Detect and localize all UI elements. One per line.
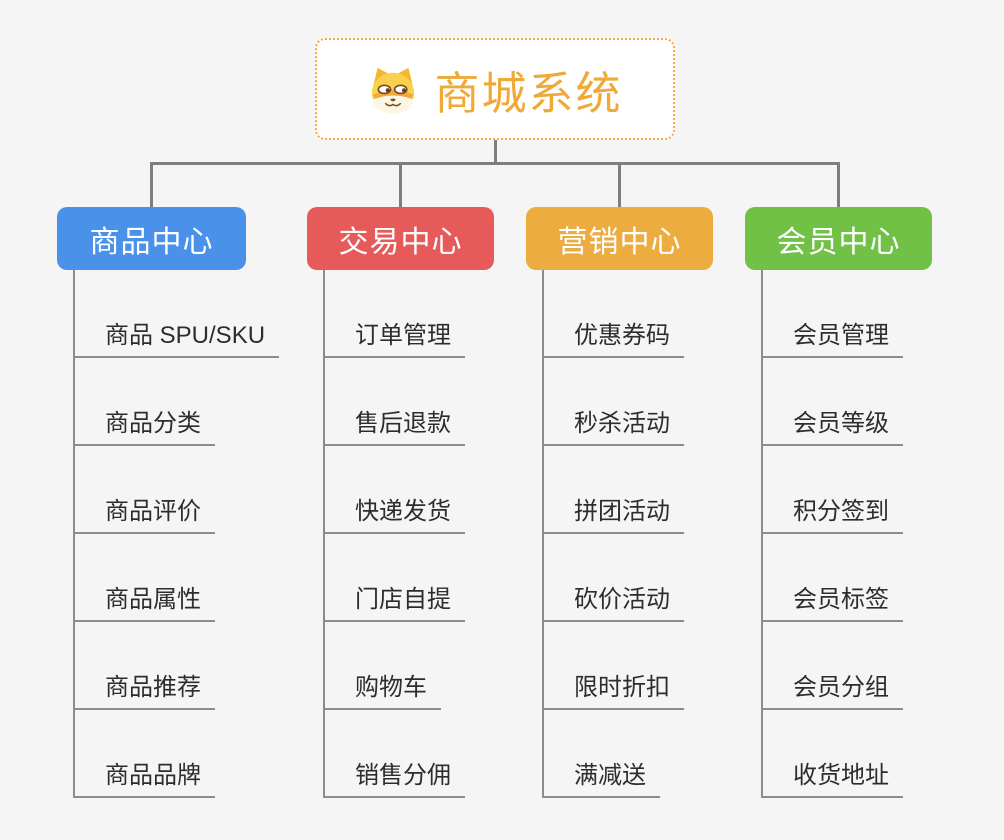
child-node[interactable]: 积分签到	[761, 446, 903, 534]
child-node[interactable]: 砍价活动	[542, 534, 684, 622]
child-node[interactable]: 拼团活动	[542, 446, 684, 534]
child-node[interactable]: 订单管理	[323, 270, 465, 358]
branch-child-connector	[323, 270, 325, 798]
child-node[interactable]: 商品评价	[73, 446, 215, 534]
root-node-title: 商城系统	[434, 67, 623, 119]
branch-child-connector	[761, 270, 763, 798]
child-node[interactable]: 优惠券码	[542, 270, 684, 358]
child-node[interactable]: 秒杀活动	[542, 358, 684, 446]
child-node[interactable]: 快递发货	[323, 446, 465, 534]
child-node[interactable]: 商品推荐	[73, 622, 215, 710]
child-node[interactable]: 会员分组	[761, 622, 903, 710]
child-node[interactable]: 商品分类	[73, 358, 215, 446]
branch-child-connector	[542, 270, 544, 798]
child-node[interactable]: 售后退款	[323, 358, 465, 446]
connector-line	[618, 162, 621, 207]
branch-header[interactable]: 商品中心	[57, 207, 246, 270]
dog-face-icon	[367, 63, 419, 115]
child-node[interactable]: 购物车	[323, 622, 441, 710]
child-node[interactable]: 销售分佣	[323, 710, 465, 798]
branch-child-connector	[73, 270, 75, 798]
branch-header-label: 商品中心	[89, 225, 214, 259]
branch-header[interactable]: 会员中心	[745, 207, 932, 270]
child-node[interactable]: 会员等级	[761, 358, 903, 446]
connector-line	[493, 140, 497, 165]
child-node[interactable]: 商品 SPU/SKU	[73, 270, 280, 358]
child-node[interactable]: 收货地址	[761, 710, 903, 798]
root-node[interactable]: 商城系统	[315, 38, 675, 140]
branch-children: 优惠券码秒杀活动拼团活动砍价活动限时折扣满减送	[542, 270, 684, 798]
branch-children: 会员管理会员等级积分签到会员标签会员分组收货地址	[761, 270, 903, 798]
connector-line	[837, 162, 840, 207]
child-node[interactable]: 满减送	[542, 710, 660, 798]
branch-header-label: 营销中心	[557, 225, 682, 259]
branch-children: 订单管理售后退款快递发货门店自提购物车销售分佣	[323, 270, 465, 798]
connector-line	[399, 162, 402, 207]
branch-header[interactable]: 交易中心	[307, 207, 494, 270]
child-node[interactable]: 商品属性	[73, 534, 215, 622]
connector-line	[150, 162, 840, 165]
child-node[interactable]: 门店自提	[323, 534, 465, 622]
child-node[interactable]: 限时折扣	[542, 622, 684, 710]
branch-header[interactable]: 营销中心	[526, 207, 713, 270]
child-node[interactable]: 会员管理	[761, 270, 903, 358]
child-node[interactable]: 会员标签	[761, 534, 903, 622]
connector-line	[150, 162, 153, 207]
child-node[interactable]: 商品品牌	[73, 710, 215, 798]
branch-header-label: 会员中心	[776, 225, 901, 259]
branch-header-label: 交易中心	[338, 225, 463, 259]
